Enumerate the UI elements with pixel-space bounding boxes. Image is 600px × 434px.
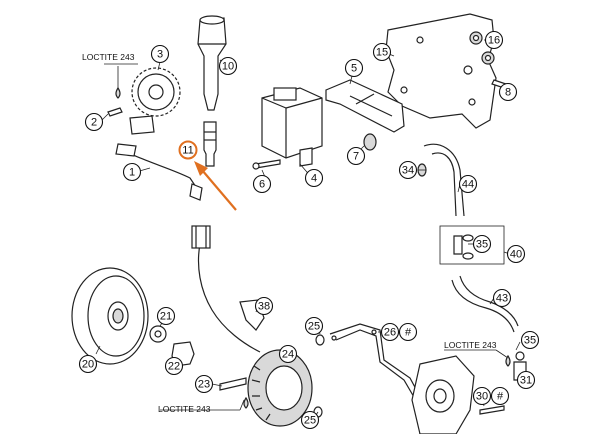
callout-26: 26 bbox=[380, 322, 400, 342]
callout-22: 22 bbox=[164, 356, 184, 376]
callout-8: 8 bbox=[498, 82, 518, 102]
callout-number: # bbox=[405, 327, 412, 339]
callout-1: 1 bbox=[122, 162, 142, 182]
callout-26h: # bbox=[398, 322, 418, 342]
callout-number: 31 bbox=[520, 375, 532, 387]
callout-number: 44 bbox=[462, 179, 474, 191]
callout-number: 2 bbox=[91, 117, 97, 129]
vent-hose-lower bbox=[451, 279, 515, 333]
callout-number: 20 bbox=[82, 359, 94, 371]
callout-23: 23 bbox=[194, 374, 214, 394]
spark-plug bbox=[203, 121, 217, 167]
callout-40: 40 bbox=[506, 244, 526, 264]
bushing bbox=[363, 133, 377, 151]
callout-number: 22 bbox=[168, 361, 180, 373]
callout-15: 15 bbox=[372, 42, 392, 62]
callout-21: 21 bbox=[156, 306, 176, 326]
callout-number: 35 bbox=[524, 335, 536, 347]
callout-25a: 25 bbox=[304, 316, 324, 336]
callout-number: 25 bbox=[308, 321, 320, 333]
callout-number: 4 bbox=[311, 173, 317, 185]
callout-31: 31 bbox=[516, 370, 536, 390]
callout-number: 8 bbox=[505, 87, 511, 99]
loctite-label: LOCTITE 243 bbox=[158, 404, 211, 414]
callout-number: 5 bbox=[351, 63, 357, 75]
callout-number: 1 bbox=[129, 167, 135, 179]
callout-30: 30 bbox=[472, 386, 492, 406]
callout-30h: # bbox=[490, 386, 510, 406]
callout-4: 4 bbox=[304, 168, 324, 188]
cover-gasket bbox=[329, 323, 427, 434]
ignition-coil bbox=[197, 17, 227, 111]
bracket bbox=[325, 79, 405, 133]
callout-44: 44 bbox=[458, 174, 478, 194]
callout-35a: 35 bbox=[472, 234, 492, 254]
callout-number: 24 bbox=[282, 349, 294, 361]
callout-number: 38 bbox=[258, 301, 270, 313]
loctite-label: LOCTITE 243 bbox=[444, 340, 497, 350]
callout-6: 6 bbox=[252, 174, 272, 194]
callout-number: 15 bbox=[376, 47, 388, 59]
callout-number: 21 bbox=[160, 311, 172, 323]
callout-34: 34 bbox=[398, 160, 418, 180]
callout-24: 24 bbox=[278, 344, 298, 364]
callout-number: 43 bbox=[496, 293, 508, 305]
callout-38: 38 bbox=[254, 296, 274, 316]
callout-number: 25 bbox=[304, 415, 316, 427]
valve-kit-box bbox=[439, 225, 505, 265]
control-unit bbox=[261, 87, 323, 159]
callout-number: # bbox=[497, 391, 504, 403]
callout-number: 6 bbox=[259, 179, 265, 191]
callout-number: 10 bbox=[222, 61, 234, 73]
callout-number: 7 bbox=[353, 151, 359, 163]
callout-43: 43 bbox=[492, 288, 512, 308]
vent-hose-upper bbox=[423, 143, 465, 217]
callout-number: 26 bbox=[384, 327, 396, 339]
callout-35b: 35 bbox=[520, 330, 540, 350]
callout-number: 35 bbox=[476, 239, 488, 251]
callout-number: 40 bbox=[510, 249, 522, 261]
callout-16: 16 bbox=[484, 30, 504, 50]
callout-3: 3 bbox=[150, 44, 170, 64]
stator-cable bbox=[197, 243, 261, 353]
callout-number: 11 bbox=[182, 145, 193, 157]
callout-number: 23 bbox=[198, 379, 210, 391]
callout-5: 5 bbox=[344, 58, 364, 78]
callout-number: 30 bbox=[476, 391, 488, 403]
callout-2: 2 bbox=[84, 112, 104, 132]
callout-11: 11 bbox=[178, 140, 198, 160]
callout-10: 10 bbox=[218, 56, 238, 76]
mounting-plate bbox=[385, 13, 497, 129]
loctite-label: LOCTITE 243 bbox=[82, 52, 135, 62]
callout-20: 20 bbox=[78, 354, 98, 374]
callout-number: 3 bbox=[157, 49, 163, 61]
callout-number: 34 bbox=[402, 165, 414, 177]
highlight-arrow bbox=[194, 161, 237, 211]
callout-number: 16 bbox=[488, 35, 500, 47]
callout-layer: 12345678101115162021222324252526#30#3134… bbox=[78, 30, 540, 430]
callout-25b: 25 bbox=[300, 410, 320, 430]
callout-7: 7 bbox=[346, 146, 366, 166]
